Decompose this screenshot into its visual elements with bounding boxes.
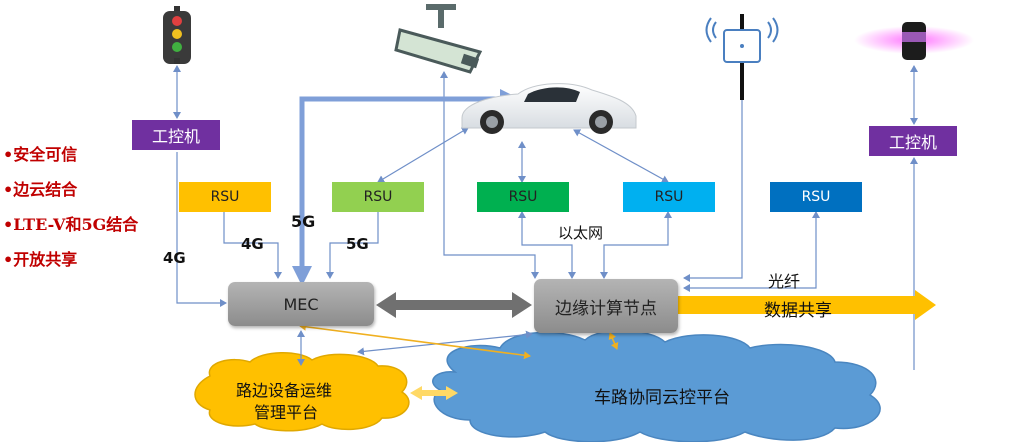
cloud-control-platform-shape (432, 329, 881, 442)
link-4g-label: 4G (163, 249, 186, 267)
mec-node: MEC (228, 282, 374, 326)
rsu-unit: RSU (179, 182, 271, 212)
feature-item: •LTE-V和5G结合 (3, 215, 139, 234)
antenna-icon (705, 14, 779, 100)
fiber-label: 光纤 (768, 272, 801, 291)
rsu-unit: RSU (332, 182, 424, 212)
industrial-pc-left: 工控机 (132, 120, 220, 150)
cloud-link-arrow (410, 386, 458, 400)
traffic-light-icon (163, 6, 191, 64)
data-share-label: 数据共享 (764, 301, 832, 321)
ops-platform-line2: 管理平台 (254, 403, 319, 422)
rsu-unit: RSU (477, 182, 569, 212)
feature-item: •边云结合 (3, 180, 78, 199)
lidar-icon (854, 22, 974, 60)
link-4g-label: 4G (241, 235, 264, 253)
link-5g-label: 5G (291, 212, 316, 231)
rsu-unit: RSU (623, 182, 715, 212)
edge-computing-node: 边缘计算节点 (534, 279, 678, 333)
feature-item: •安全可信 (3, 145, 78, 164)
rsu-unit: RSU (770, 182, 862, 212)
camera-icon (394, 4, 483, 74)
car-icon (461, 83, 637, 134)
ethernet-label: 以太网 (558, 224, 604, 242)
ops-platform-line1: 路边设备运维 (236, 381, 333, 400)
data-share-arrow (678, 290, 936, 320)
industrial-pc-right: 工控机 (869, 126, 957, 156)
roadside-ops-platform-shape (194, 352, 410, 432)
mec-edge-arrow (376, 292, 532, 318)
cloud-platform-label: 车路协同云控平台 (594, 388, 730, 408)
feature-item: •开放共享 (3, 250, 78, 269)
link-5g-label: 5G (346, 235, 369, 253)
